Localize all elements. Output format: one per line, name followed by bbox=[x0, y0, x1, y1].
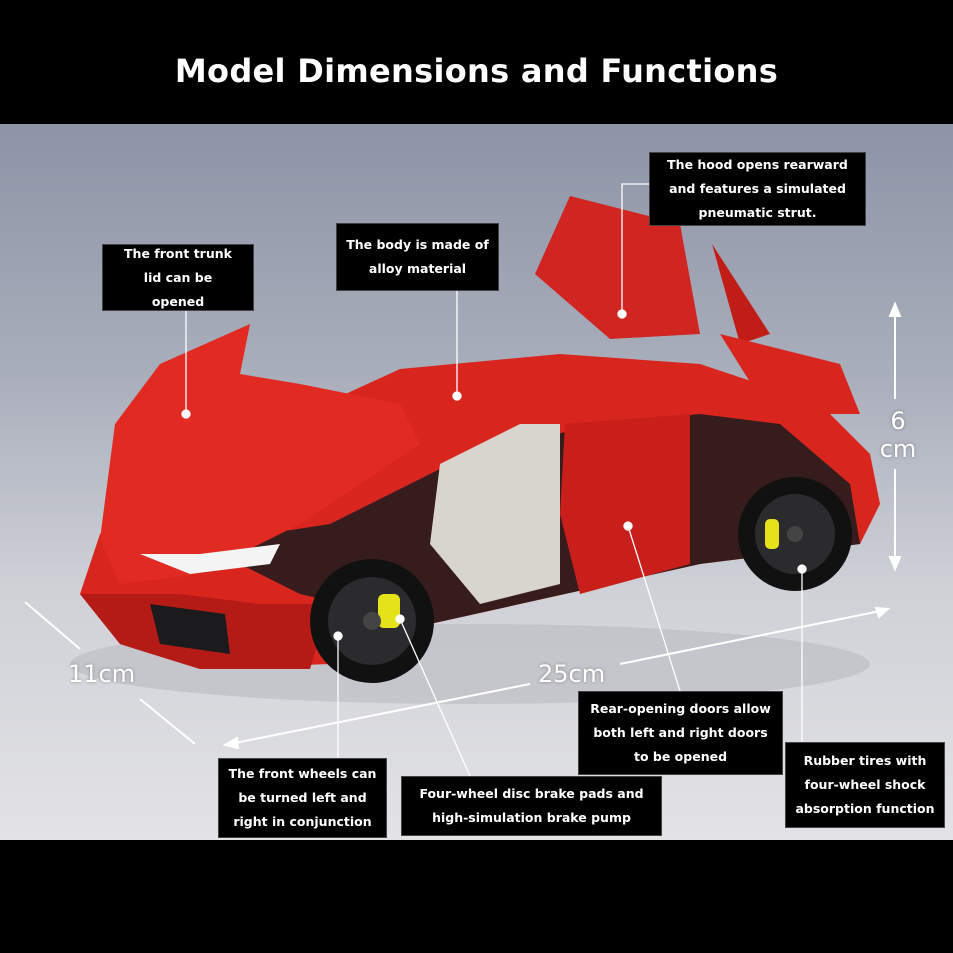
leader-lines bbox=[181, 183, 807, 777]
callout-doors: Rear-opening doors allow both left and r… bbox=[578, 691, 783, 775]
callout-text: The body is made of alloy material bbox=[346, 237, 489, 276]
front-wheel bbox=[310, 559, 434, 683]
title-bar: Model Dimensions and Functions bbox=[0, 0, 953, 124]
callout-text: The front trunk lid can be opened bbox=[124, 245, 232, 309]
callout-front-wheels: The front wheels can be turned left and … bbox=[218, 758, 387, 838]
callout-body: The body is made of alloy material bbox=[336, 223, 499, 291]
callout-text: The front wheels can be turned left and … bbox=[228, 766, 377, 829]
rear-wheel bbox=[738, 477, 852, 591]
height-dimension: 6 cm bbox=[879, 407, 917, 463]
length-dimension: 25cm bbox=[538, 660, 606, 688]
callout-front-trunk: The front trunk lid can be opened bbox=[102, 244, 254, 311]
callout-text: Rear-opening doors allow both left and r… bbox=[590, 701, 771, 764]
bottom-bar bbox=[0, 840, 953, 953]
callout-brakes: Four-wheel disc brake pads and high-simu… bbox=[401, 776, 662, 836]
callout-text: Rubber tires with four-wheel shock absor… bbox=[795, 753, 935, 816]
callout-text: The hood opens rearward and features a s… bbox=[667, 157, 848, 220]
callout-text: Four-wheel disc brake pads and high-simu… bbox=[419, 786, 644, 825]
callout-tires: Rubber tires with four-wheel shock absor… bbox=[785, 742, 945, 828]
callout-hood: The hood opens rearward and features a s… bbox=[649, 152, 866, 226]
car-illustration bbox=[24, 183, 902, 777]
width-dimension: 11cm bbox=[68, 660, 136, 688]
dimension-arrows bbox=[24, 301, 902, 750]
page-title: Model Dimensions and Functions bbox=[174, 52, 779, 90]
product-photo: 11cm 25cm 6 cm The front trunk lid can b… bbox=[0, 124, 953, 840]
